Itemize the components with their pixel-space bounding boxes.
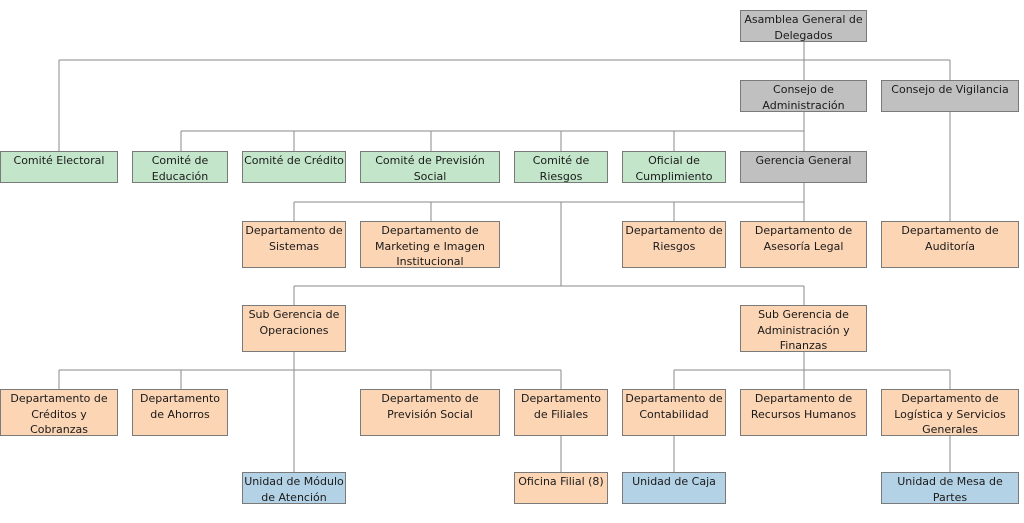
node-oficial-cumplimiento: Oficial de Cumplimiento <box>622 151 726 183</box>
node-comite-electoral: Comité Electoral <box>0 151 118 183</box>
node-depto-logistica: Departamento de Logística y Servicios Ge… <box>881 389 1019 436</box>
node-unidad-mesa-partes: Unidad de Mesa de Partes <box>881 472 1019 504</box>
node-comite-credito: Comité de Crédito <box>242 151 346 183</box>
node-comite-riesgos: Comité de Riesgos <box>514 151 608 183</box>
node-asamblea-general: Asamblea General de Delegados <box>740 10 867 42</box>
node-depto-riesgos: Departamento de Riesgos <box>622 221 726 268</box>
node-comite-prevision-social: Comité de Previsión Social <box>360 151 500 183</box>
node-unidad-modulo-atencion: Unidad de Módulo de Atención <box>242 472 346 504</box>
node-unidad-caja: Unidad de Caja <box>622 472 726 504</box>
node-depto-marketing: Departamento de Marketing e Imagen Insti… <box>360 221 500 268</box>
node-depto-creditos-cobranzas: Departamento de Créditos y Cobranzas <box>0 389 118 436</box>
node-depto-auditoria: Departamento de Auditoría <box>881 221 1019 268</box>
node-depto-prevision-social: Departamento de Previsión Social <box>360 389 500 436</box>
node-depto-sistemas: Departamento de Sistemas <box>242 221 346 268</box>
node-comite-educacion: Comité de Educación <box>132 151 228 183</box>
node-depto-contabilidad: Departamento de Contabilidad <box>622 389 726 436</box>
node-sub-gerencia-operaciones: Sub Gerencia de Operaciones <box>242 305 346 352</box>
node-depto-recursos-humanos: Departamento de Recursos Humanos <box>740 389 867 436</box>
node-depto-filiales: Departamento de Filiales <box>514 389 608 436</box>
node-consejo-administracion: Consejo de Administración <box>740 80 867 112</box>
node-gerencia-general: Gerencia General <box>740 151 867 183</box>
node-consejo-vigilancia: Consejo de Vigilancia <box>881 80 1019 112</box>
node-sub-gerencia-administracion-finanzas: Sub Gerencia de Administración y Finanza… <box>740 305 867 352</box>
node-depto-ahorros: Departamento de Ahorros <box>132 389 228 436</box>
node-oficina-filial: Oficina Filial (8) <box>514 472 608 504</box>
node-depto-asesoria-legal: Departamento de Asesoría Legal <box>740 221 867 268</box>
